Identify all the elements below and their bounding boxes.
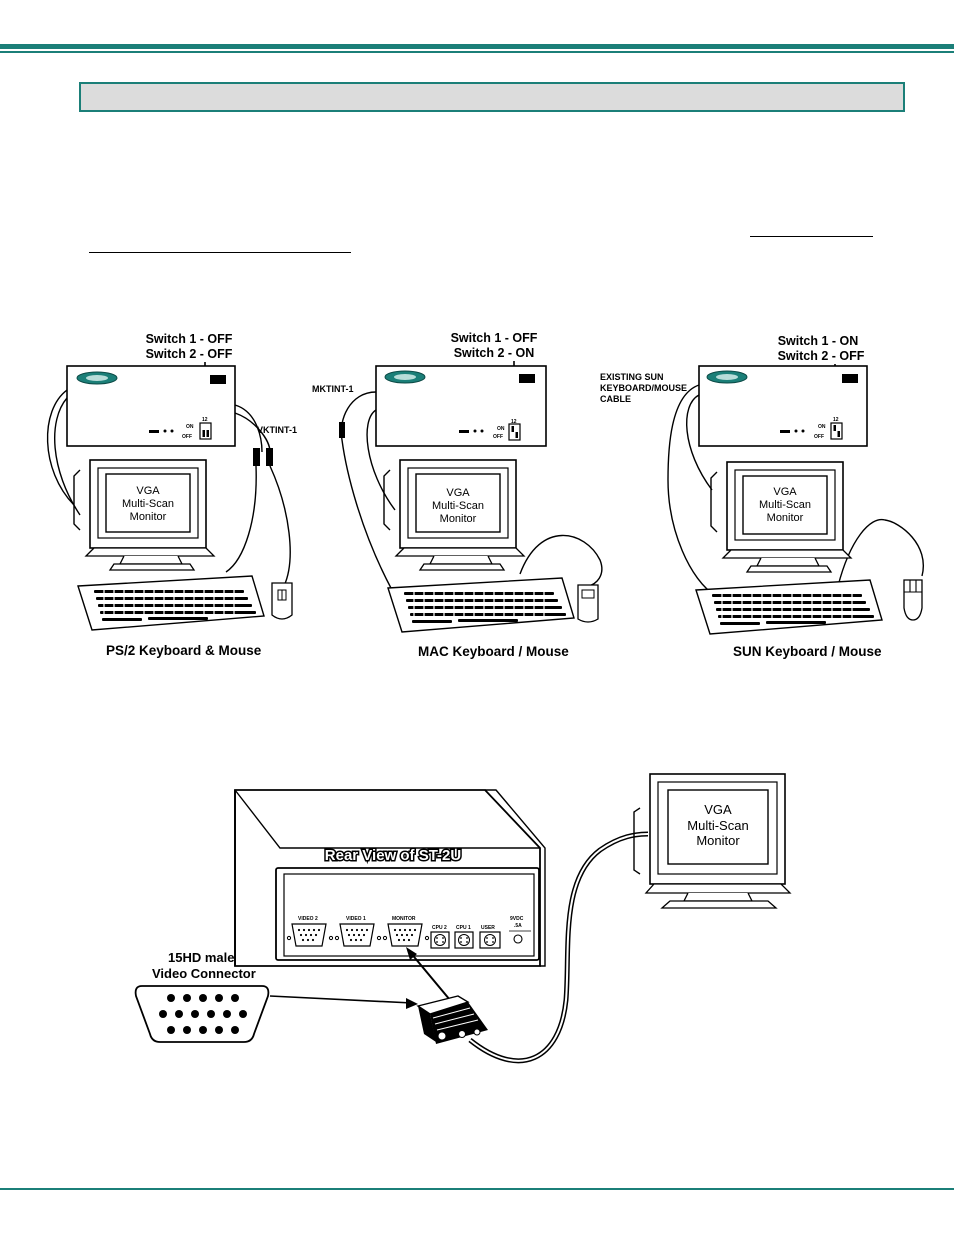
vga-plug bbox=[416, 995, 488, 1044]
svg-text:9VDC: 9VDC bbox=[510, 916, 524, 922]
mac-mouse-icon bbox=[577, 584, 599, 623]
panel-ps2: Switch 1 - OFF Switch 2 - OFF ON OFF 12 … bbox=[46, 332, 297, 658]
svg-text:Monitor: Monitor bbox=[767, 512, 804, 524]
ps2-cable-label: VKTINT-1 bbox=[257, 425, 297, 435]
svg-text:12: 12 bbox=[833, 417, 839, 423]
svg-text:Monitor: Monitor bbox=[130, 511, 167, 523]
mac-switch2-label: Switch 2 - ON bbox=[454, 346, 535, 360]
svg-text:OFF: OFF bbox=[493, 434, 503, 440]
top-rule bbox=[0, 44, 954, 49]
svg-text:VGA: VGA bbox=[704, 802, 732, 817]
ps2-keyboard bbox=[77, 575, 265, 631]
sun-mouse-icon bbox=[903, 579, 923, 621]
power-jack-icon bbox=[513, 934, 523, 944]
sun-cable-label-2: KEYBOARD/MOUSE bbox=[600, 383, 687, 393]
rear-view-diagram: Rear View of ST-2U VIDEO 2 VIDEO 1 MONIT… bbox=[134, 773, 792, 1064]
connector-label-1: 15HD male bbox=[168, 950, 234, 965]
ps2-on-label: ON bbox=[186, 424, 194, 430]
svg-text:CPU 2: CPU 2 bbox=[432, 925, 447, 931]
video2-port bbox=[291, 923, 327, 947]
sun-switch1-label: Switch 1 - ON bbox=[778, 334, 859, 348]
sun-dip-switch bbox=[830, 422, 843, 440]
mac-keyboard bbox=[387, 577, 575, 633]
svg-text:VGA: VGA bbox=[446, 487, 470, 499]
svg-text:CPU 1: CPU 1 bbox=[456, 925, 471, 931]
ps2-off-label: OFF bbox=[182, 434, 192, 440]
ps2-switch1-label: Switch 1 - OFF bbox=[146, 332, 233, 346]
svg-text:Multi-Scan: Multi-Scan bbox=[687, 818, 748, 833]
connector-label-2: Video Connector bbox=[152, 966, 256, 981]
svg-text:Multi-Scan: Multi-Scan bbox=[432, 500, 484, 512]
svg-text:Monitor: Monitor bbox=[440, 513, 477, 525]
top-rule-thin bbox=[0, 51, 954, 53]
svg-text:VIDEO 2: VIDEO 2 bbox=[298, 916, 318, 922]
ps2-dip-switch bbox=[199, 422, 212, 440]
ps2-switch2-label: Switch 2 - OFF bbox=[146, 347, 233, 361]
cpu2-port bbox=[430, 931, 450, 949]
svg-text:ON: ON bbox=[497, 426, 505, 432]
svg-text:OFF: OFF bbox=[814, 434, 824, 440]
mac-cable-label: MKTINT-1 bbox=[312, 384, 354, 394]
mac-switch1-label: Switch 1 - OFF bbox=[451, 331, 538, 345]
svg-text:VGA: VGA bbox=[136, 485, 160, 497]
cpu1-port bbox=[454, 931, 474, 949]
svg-text:USER: USER bbox=[481, 925, 495, 931]
monitor-port bbox=[387, 923, 423, 947]
sun-cable-label-3: CABLE bbox=[600, 394, 631, 404]
svg-text:ON: ON bbox=[818, 424, 826, 430]
svg-text:Multi-Scan: Multi-Scan bbox=[122, 498, 174, 510]
svg-text:VIDEO 1: VIDEO 1 bbox=[346, 916, 366, 922]
panel-sun: Switch 1 - ON Switch 2 - OFF ON OFF 12 E… bbox=[600, 334, 925, 659]
video1-port bbox=[339, 923, 375, 947]
rear-view-title: Rear View of ST-2U bbox=[325, 847, 461, 864]
mac-caption: MAC Keyboard / Mouse bbox=[418, 644, 569, 659]
sun-cable-label-1: EXISTING SUN bbox=[600, 372, 664, 382]
sun-keyboard bbox=[695, 579, 883, 635]
underline-2 bbox=[89, 252, 351, 253]
ps2-caption: PS/2 Keyboard & Mouse bbox=[106, 643, 262, 658]
rear-view-monitor bbox=[633, 773, 792, 909]
mac-dip-switch bbox=[508, 423, 521, 441]
bottom-rule bbox=[0, 1188, 954, 1190]
user-port bbox=[479, 931, 501, 949]
svg-text:.5A: .5A bbox=[514, 923, 522, 929]
svg-text:12: 12 bbox=[511, 419, 517, 425]
underline-1 bbox=[750, 236, 873, 237]
ps2-mouse-icon bbox=[271, 582, 293, 620]
sun-switch2-label: Switch 2 - OFF bbox=[778, 349, 865, 363]
section-header-box bbox=[79, 82, 905, 112]
sun-caption: SUN Keyboard / Mouse bbox=[733, 644, 882, 659]
panel-mac: Switch 1 - OFF Switch 2 - ON ON OFF 12 M… bbox=[312, 331, 603, 659]
svg-text:MONITOR: MONITOR bbox=[392, 916, 416, 922]
svg-text:Multi-Scan: Multi-Scan bbox=[759, 499, 811, 511]
svg-text:12: 12 bbox=[202, 417, 208, 423]
svg-text:Monitor: Monitor bbox=[696, 833, 740, 848]
svg-text:VGA: VGA bbox=[773, 486, 797, 498]
